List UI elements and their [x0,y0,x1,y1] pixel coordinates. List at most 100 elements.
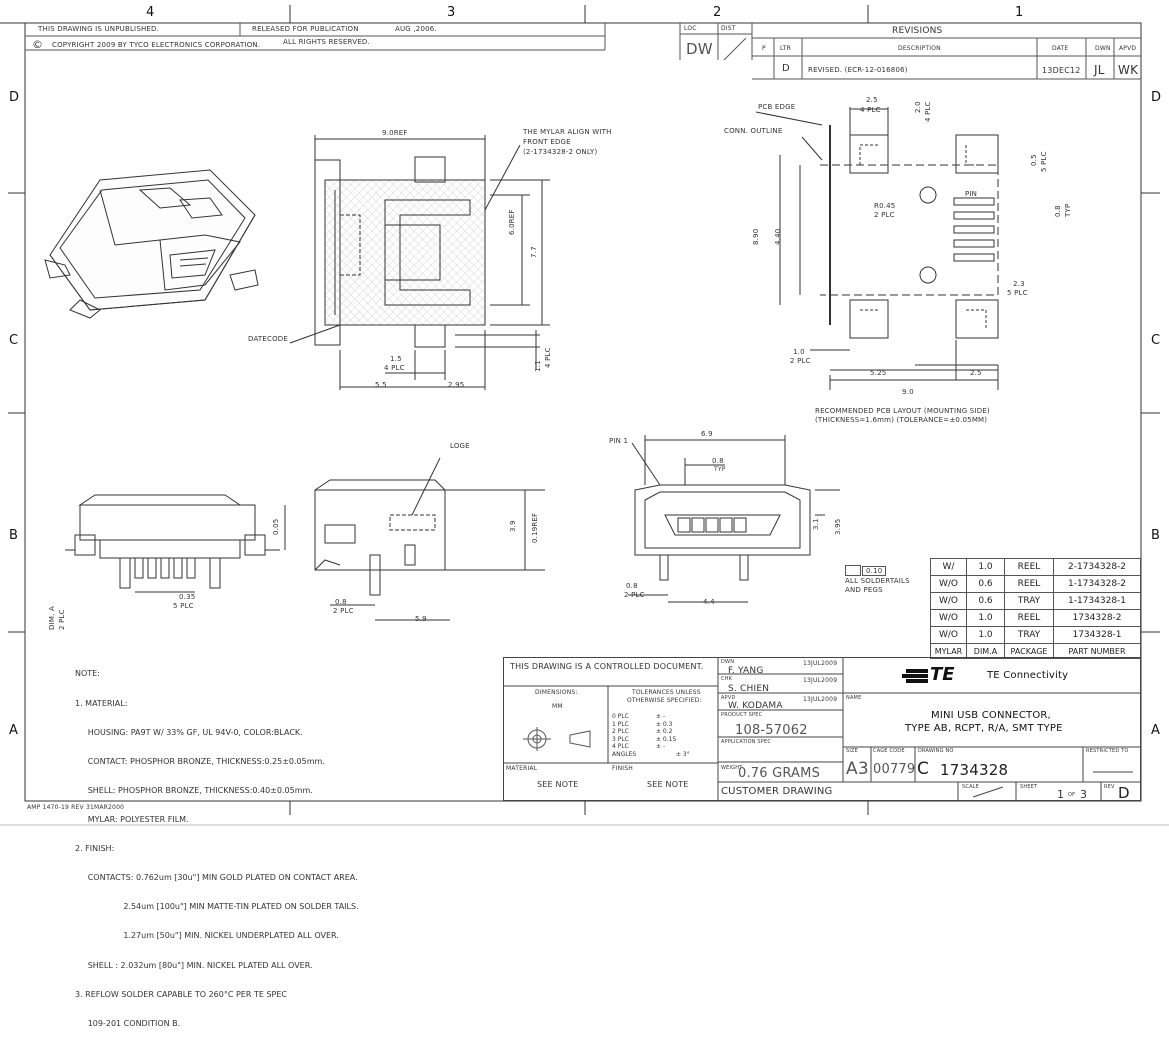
zone-label-left-d: D [9,90,20,105]
top-view [289,135,550,390]
customer-drawing: CUSTOMER DRAWING [721,786,833,797]
pt-r4-part: 1734328-2 [1053,609,1141,627]
rev-ltr: D [782,63,790,74]
conn-outline-label: CONN. OUTLINE [724,127,783,135]
product-spec-value: 108-57062 [735,723,808,738]
product-spec-label: PRODUCT SPEC [721,712,763,718]
tolerance-value: ± - [656,743,666,751]
zone-label-right-b: B [1151,528,1160,543]
rev-description: REVISED. (ECR-12-016806) [808,66,908,74]
flatness-value: 0.10 [862,566,887,576]
tolerance-row: 4 PLC± - [612,743,690,751]
side-view-middle [314,457,545,621]
pcb-edge-label: PCB EDGE [758,103,796,111]
rev-value: D [1118,784,1130,802]
zone-label-top-4: 4 [146,5,155,20]
pt-r4-package: REEL [1004,609,1054,627]
pcb-layout-caption-2: (THICKNESS=1.6mm) (TOLERANCE=±0.05MM) [815,416,988,424]
tolerance-place: 2 PLC [612,728,629,736]
pcb-layout-caption-1: RECOMMENDED PCB LAYOUT (MOUNTING SIDE) [815,407,990,415]
part-name-line-2: TYPE AB, RCPT, R/A, SMT TYPE [905,723,1063,734]
dim-r0-45-plc: 2 PLC [874,211,895,219]
material-value: SEE NOTE [537,780,579,789]
apvd-name: W. KODAMA [728,701,783,711]
note-line: CONTACTS: 0.762um [30u"] MIN GOLD PLATED… [75,873,358,883]
drawing-no-prefix: C [917,759,930,779]
pt-r5-dima: 1.0 [966,626,1005,644]
tolerance-value: ± 0.15 [656,735,677,743]
note-line: MYLAR: POLYESTER FILM. [75,814,189,824]
pcb-layout [755,107,999,390]
rev-col-ltr: LTR [780,45,791,52]
te-logo-icon [902,669,928,683]
dim-1-1-plc: 4 PLC [544,347,552,368]
loc-value: DW [686,40,713,58]
dim-0-05: 0.05 [272,518,280,535]
dim-a-label: DIM. A [48,606,56,630]
form-footer: AMP 1470-19 REV 31MAR2000 [27,804,125,811]
pt-r1-package: REEL [1004,558,1054,576]
pt-r2-mylar: W/O [930,575,967,593]
note-line: 1. MATERIAL: [75,698,128,708]
dim-1-0-plc: 2 PLC [790,357,811,365]
zone-label-right-c: C [1151,333,1161,348]
chk-name: S. CHIEN [728,684,770,694]
pt-r2-dima: 0.6 [966,575,1005,593]
drawing-no-label: DRAWING NO [918,748,954,754]
dim-2-5-top-plc: 4 PLC [860,106,881,114]
size-label: SIZE [846,748,859,754]
dim-2-3-plc: 5 PLC [1007,289,1028,297]
dim-3-95: 3.95 [834,518,842,535]
dim-6-9: 6.9 [701,430,713,438]
tolerance-value: ± 3° [676,750,690,758]
tolerance-value: ± - [656,713,666,720]
mylar-note-2: FRONT EDGE [523,138,571,146]
weight-label: WEIGHT [721,765,743,771]
dim-1-1: 1.1 [534,360,542,372]
note-line: 2.54um [100u"] MIN MATTE-TIN PLATED ON S… [75,902,359,912]
unpublished-note: THIS DRAWING IS UNPUBLISHED. [38,25,160,33]
drawing-no-value: 1734328 [940,761,1009,779]
dim-0-8-side: 0.8 [335,598,347,606]
header-block [25,23,753,60]
soldertails-note-1: ALL SOLDERTAILS [845,577,910,585]
dim-1-5-plc: 4 PLC [384,364,405,372]
pt-r5-part: 1734328-1 [1053,626,1141,644]
note-line: SHELL: PHOSPHOR BRONZE, THICKNESS:0.40±0… [75,785,313,795]
tolerance-projection-icon [523,727,591,751]
dim-0-19-ref: 0.19REF [531,512,539,543]
zone-label-right-a: A [1151,723,1160,738]
mylar-note-3: (2-1734328-2 ONLY) [523,148,598,156]
dim-a-plc: 2 PLC [58,609,66,630]
dwn-label: DWN [721,659,735,665]
dim-5-25: 5.25 [870,369,887,377]
rev-date: 13DEC12 [1042,66,1081,75]
restricted-label: RESTRICTED TO [1086,748,1129,754]
revisions-table [752,37,1141,80]
title-block-grid [503,657,1141,801]
note-line: 3. REFLOW SOLDER CAPABLE TO 260°C PER TE… [75,989,287,999]
chk-label: CHK [721,676,733,682]
dim-0-8-front-typ: TYP [714,466,726,473]
dim-2-0: 2.0 [914,101,922,113]
dim-7-7: 7.7 [530,246,538,258]
note-line: HOUSING: PA9T W/ 33% GF, UL 94V-0, COLOR… [75,727,303,737]
scale-label: SCALE [962,784,980,790]
pt-r5-package: TRAY [1004,626,1054,644]
chk-date: 13JUL2009 [803,677,838,684]
pin1-label: PIN 1 [609,437,629,445]
dim-0-35-plc: 5 PLC [173,602,194,610]
pt-r4-dima: 1.0 [966,609,1005,627]
rights-note: ALL RIGHTS RESERVED. [283,38,370,46]
tolerance-row: 0 PLC± - [612,713,690,721]
pt-r1-dima: 1.0 [966,558,1005,576]
release-date: AUG ,2006. [395,25,437,33]
pt-header-part: PART NUMBER [1053,643,1141,659]
dist-label: DIST [721,25,736,32]
cage-code-label: CAGE CODE [873,748,905,754]
dim-0-8-bottom: 0.8 [626,582,638,590]
zone-label-top-2: 2 [713,5,722,20]
dim-2-95: 2.95 [448,381,465,389]
revisions-title: REVISIONS [892,26,943,36]
sheet-total: 3 [1080,788,1088,801]
